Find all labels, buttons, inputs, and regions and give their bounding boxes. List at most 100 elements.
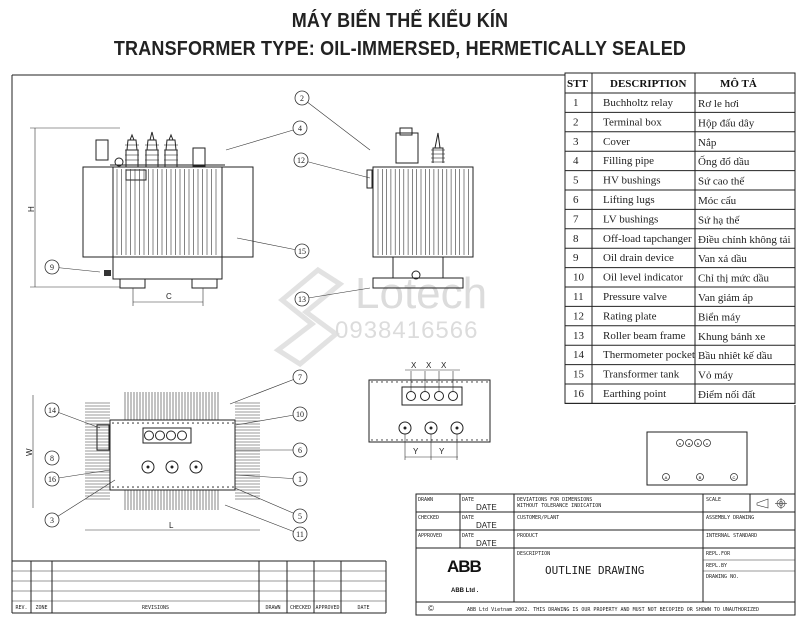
callout-number: 3 — [50, 516, 54, 525]
callout-number: 2 — [300, 94, 304, 103]
part-description: HV bushings — [603, 175, 661, 187]
product-label: PRODUCT — [517, 533, 538, 539]
cover-view: X X X Y Y — [368, 361, 491, 460]
top-view: W L — [25, 392, 260, 531]
dimension-x-1: X — [411, 361, 417, 370]
revision-header: REV. — [15, 605, 27, 611]
part-description: Buchholtz relay — [603, 97, 673, 109]
parts-table-row: 4 Filling pipe Ống đổ dầu — [573, 155, 750, 168]
parts-table-header: MÔ TẢ — [720, 77, 757, 90]
dimension-x-3: X — [441, 361, 447, 370]
callout-4 — [292, 120, 308, 136]
part-number: 3 — [573, 136, 579, 148]
drawn-date-label: DATE — [462, 497, 474, 503]
dimension-c: C — [166, 292, 172, 301]
revision-header: CHECKED — [290, 605, 311, 611]
callout-number: 14 — [48, 406, 56, 415]
callout-number: 12 — [297, 156, 305, 165]
drawing-title: OUTLINE DRAWING — [545, 564, 644, 577]
part-description-vi: Điều chỉnh không tải — [698, 234, 791, 246]
part-number: 5 — [573, 175, 579, 187]
customer-label: CUSTOMER/PLANT — [517, 515, 559, 521]
scale-label: SCALE — [706, 497, 721, 503]
repl-by-label: REPL.BY — [706, 563, 727, 569]
title-english: TRANSFORMER TYPE: OIL-IMMERSED, HERMETIC… — [113, 38, 687, 60]
approved-date: DATE — [476, 539, 497, 548]
approved-label: APPROVED — [418, 533, 442, 539]
revision-header: ZONE — [35, 605, 47, 611]
part-number: 15 — [573, 369, 585, 381]
assembly-drawing-label: ASSEMBLY DRAWING — [706, 515, 754, 521]
part-number: 9 — [573, 252, 579, 264]
callout-8 — [44, 450, 60, 466]
deviations-line1: DEVIATIONS FOR DIMENSIONS — [517, 497, 592, 503]
dimension-w: W — [25, 448, 34, 456]
watermark-phone: 0938416566 — [335, 317, 478, 344]
part-description: Rating plate — [603, 310, 657, 322]
part-number: 1 — [573, 97, 579, 109]
part-number: 13 — [573, 330, 585, 342]
part-number: 10 — [573, 272, 585, 284]
approved-date-label: DATE — [462, 533, 474, 539]
callout-number: 8 — [50, 454, 54, 463]
side-view — [366, 127, 474, 289]
drawn-date: DATE — [476, 503, 497, 512]
callout-number: 4 — [298, 124, 302, 133]
company-name: ABB Ltd . — [451, 588, 479, 594]
lv-terminal — [703, 439, 711, 447]
parts-table-header: STT — [567, 78, 588, 90]
callout-1 — [292, 471, 308, 487]
part-description: Filling pipe — [603, 155, 654, 167]
copyright-text: ABB Ltd Vietnam 2002. THIS DRAWING IS OU… — [467, 607, 759, 613]
part-description: Oil drain device — [603, 252, 674, 264]
part-description: LV bushings — [603, 213, 658, 225]
hv-terminal — [730, 473, 738, 481]
part-description-vi: Ống đổ dầu — [698, 155, 750, 168]
title-vietnamese: MÁY BIẾN THẾ KIỂU KÍN — [291, 10, 509, 32]
part-description-vi: Móc cẩu — [698, 195, 737, 207]
callout-number: 11 — [296, 530, 304, 539]
hv-terminal — [662, 473, 670, 481]
part-description-vi: Van giảm áp — [698, 292, 753, 304]
part-number: 7 — [573, 213, 579, 225]
lv-terminal-label: n — [679, 441, 681, 446]
hv-terminal-label: A — [665, 475, 668, 480]
checked-date-label: DATE — [462, 515, 474, 521]
abb-rating-logo — [125, 169, 147, 181]
lv-terminal-label: c — [706, 441, 708, 446]
part-description: Off-load tapchanger — [603, 233, 692, 245]
part-number: 2 — [573, 116, 579, 128]
part-number: 4 — [573, 155, 579, 167]
callout-number: 5 — [298, 512, 302, 521]
callout-number: 1 — [298, 475, 302, 484]
internal-standard-label: INTERNAL STANDARD — [706, 533, 757, 539]
callout-3 — [44, 512, 60, 528]
part-description-vi: Van xả dầu — [698, 253, 747, 265]
part-description-vi: Bầu nhiêt kế dầu — [698, 350, 773, 362]
part-description-vi: Chỉ thị mức dầu — [698, 273, 770, 285]
callout-10 — [292, 406, 308, 422]
callout-16 — [44, 471, 60, 487]
part-description-vi: Rơ le hơi — [698, 98, 739, 110]
part-number: 8 — [573, 233, 579, 245]
parts-table-row: 8 Off-load tapchanger Điều chỉnh không tải — [573, 233, 791, 246]
part-description: Roller beam frame — [603, 330, 686, 342]
front-view: H C — [27, 127, 254, 306]
terminal-box — [395, 132, 419, 164]
callout-9 — [44, 259, 60, 275]
callout-number: 6 — [298, 446, 302, 455]
repl-for-label: REPL.FOR — [706, 551, 731, 557]
callout-5 — [292, 508, 308, 524]
dimension-x-2: X — [426, 361, 432, 370]
abb-logo: ABB — [447, 557, 482, 576]
